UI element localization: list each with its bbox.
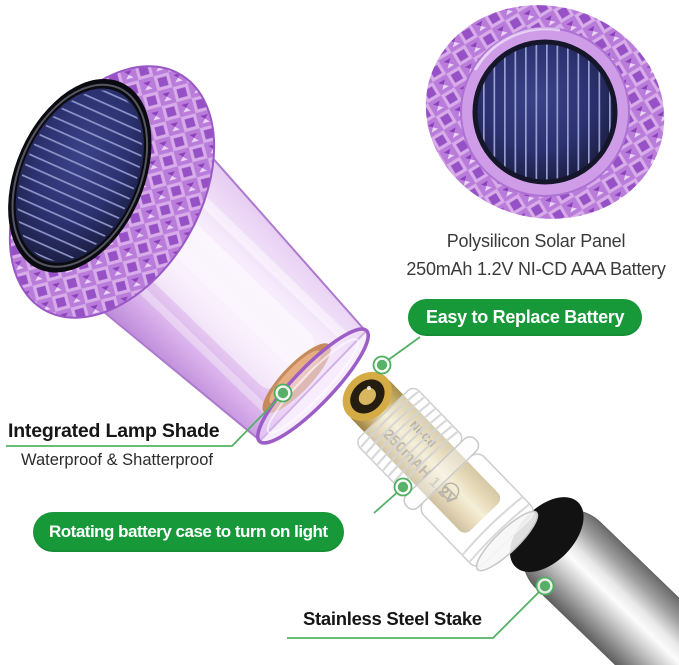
stake-label: Stainless Steel Stake [303, 608, 482, 629]
shade-highlight [169, 167, 349, 342]
case-bottom-ridge [469, 503, 530, 563]
line-to-stake-label [287, 589, 542, 639]
line-to-battery-pill [383, 336, 421, 364]
dot-battery-case [393, 477, 413, 497]
lamp-solar-panel [0, 71, 167, 281]
case-bottom-cap [475, 510, 539, 572]
callout-lines [6, 336, 542, 639]
panel-edge-highlight [11, 83, 149, 268]
terminal-glint [366, 385, 371, 390]
dot-lamp-shade [273, 383, 293, 403]
solar-panel-caption-line2: 250mAh 1.2V NI-CD AAA Battery [406, 259, 666, 279]
ball-panel-ring [472, 39, 618, 185]
dot-stake [535, 576, 555, 596]
lamp-shade-label: Integrated Lamp Shade [8, 420, 220, 442]
solar-ball-top-view [425, 5, 665, 219]
shade-mouth-rim [256, 327, 370, 445]
case-bottom-ridge [462, 496, 523, 556]
ball-rim-glare [473, 27, 561, 71]
solar-panel-caption: Polysilicon Solar Panel 250mAh 1.2V NI-C… [390, 227, 679, 283]
lamp-shade-sublabel: Waterproof & Shatterproof [21, 451, 213, 469]
lamp-shade-cone [53, 130, 370, 445]
panel-gridlines [0, 71, 167, 281]
battery-assembly: Ni-Cd 250mAH 1.2V [342, 371, 539, 572]
easy-replace-battery-pill: Easy to Replace Battery [408, 299, 643, 336]
shade-mouth-inner [266, 338, 360, 434]
solar-panel-caption-line1: Polysilicon Solar Panel [446, 231, 626, 251]
callout-dots [273, 355, 555, 596]
line-to-rotate-pill [373, 489, 401, 514]
dot-battery-top [372, 355, 392, 375]
battery-terminal-button [358, 387, 376, 405]
rotating-battery-case-pill: Rotating battery case to turn on light [33, 512, 344, 552]
ball-panel-gridlines [477, 44, 613, 180]
lamp-crystal-head [0, 65, 216, 319]
line-to-lamp-shade-label [6, 398, 279, 447]
